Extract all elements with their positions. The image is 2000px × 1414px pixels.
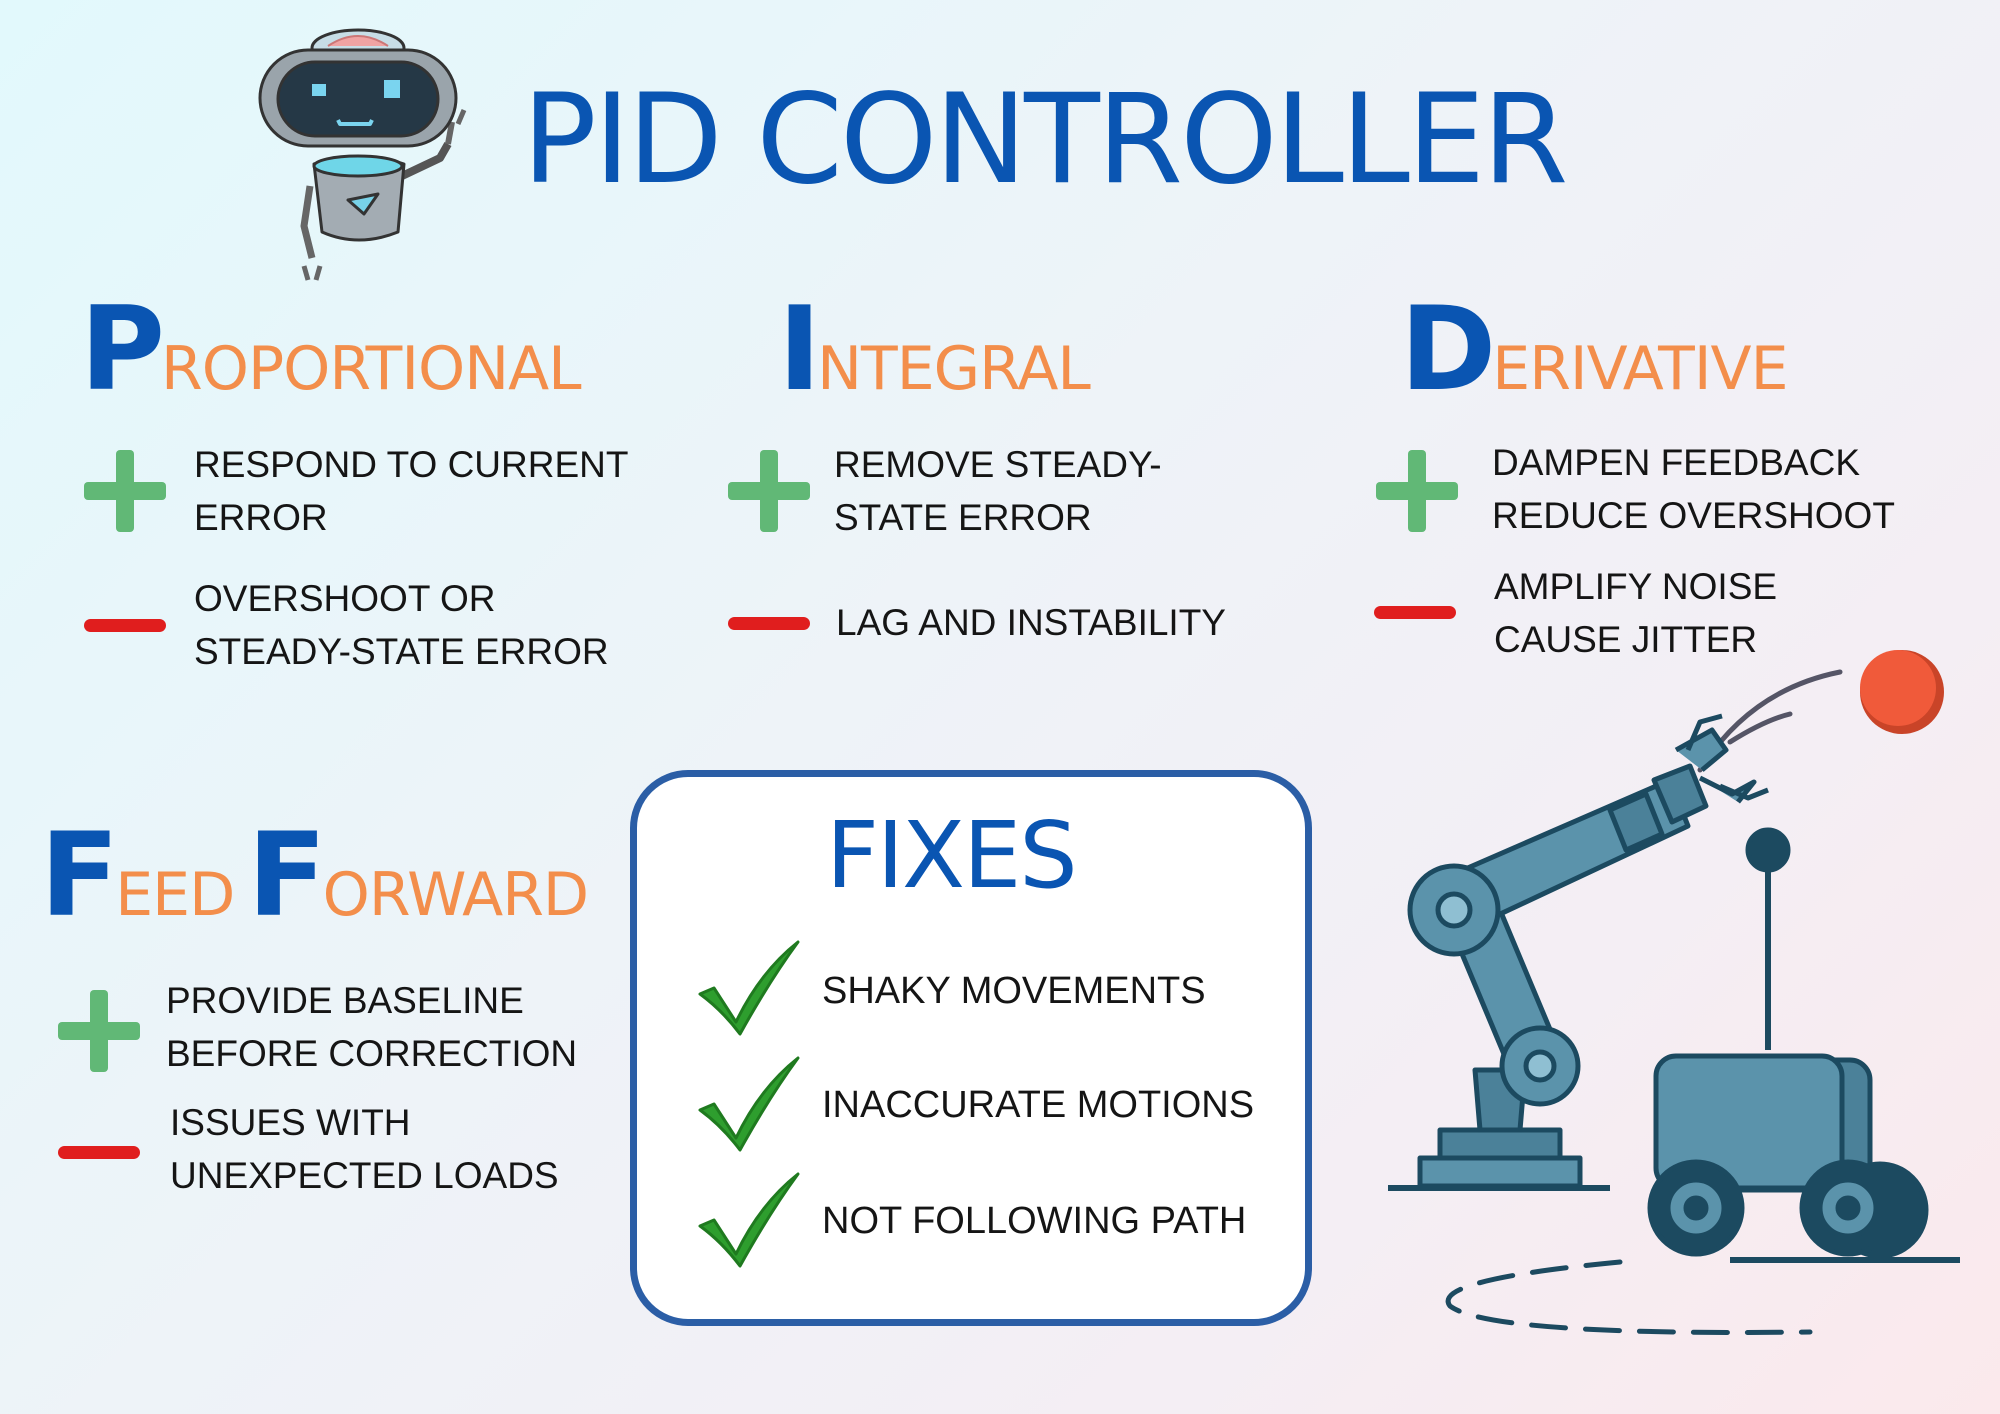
text-line: ERROR bbox=[194, 497, 328, 538]
heading-initial: D bbox=[1400, 282, 1496, 417]
machines-illustration bbox=[1388, 650, 1960, 1335]
plus-icon bbox=[84, 450, 166, 532]
checkmark-icon bbox=[698, 1172, 800, 1268]
integral-pro-text: REMOVE STEADY- STATE ERROR bbox=[834, 438, 1162, 544]
derivative-pro-text: DAMPEN FEEDBACK REDUCE OVERSHOOT bbox=[1492, 436, 1895, 542]
text-line: ISSUES WITH bbox=[170, 1102, 411, 1143]
heading-feedforward: FEED FORWARD bbox=[40, 818, 589, 934]
text-line: AMPLIFY NOISE bbox=[1494, 566, 1778, 607]
integral-con-text: LAG AND INSTABILITY bbox=[836, 596, 1226, 649]
proportional-pro-text: RESPOND TO CURRENT ERROR bbox=[194, 438, 628, 544]
page-title: PID CONTROLLER bbox=[522, 68, 1568, 212]
heading-proportional: PROPORTIONAL bbox=[80, 292, 582, 408]
fixes-title: FIXES bbox=[826, 802, 1078, 909]
fix-item: SHAKY MOVEMENTS bbox=[822, 970, 1206, 1012]
text-line: DAMPEN FEEDBACK bbox=[1492, 442, 1861, 483]
path-line bbox=[1445, 1259, 1813, 1335]
rover-robot-icon bbox=[1647, 827, 1960, 1263]
motion-arc bbox=[1727, 711, 1793, 745]
minus-icon bbox=[728, 617, 810, 630]
minus-icon bbox=[1374, 606, 1456, 619]
robot-mascot-icon bbox=[258, 28, 467, 281]
fix-item: INACCURATE MOTIONS bbox=[822, 1084, 1255, 1126]
ball-icon bbox=[1860, 650, 1944, 734]
text-line: OVERSHOOT OR bbox=[194, 578, 496, 619]
heading-rest: EED bbox=[115, 860, 235, 930]
text-line: REMOVE STEADY- bbox=[834, 444, 1162, 485]
checkmark-icon bbox=[698, 1056, 800, 1152]
plus-icon bbox=[728, 450, 810, 532]
fixes-box bbox=[630, 770, 1312, 1326]
robot-arm-icon bbox=[1388, 713, 1769, 1191]
text-line: PROVIDE BASELINE bbox=[166, 980, 524, 1021]
text-line: BEFORE CORRECTION bbox=[166, 1033, 578, 1074]
text-line: CAUSE JITTER bbox=[1494, 619, 1758, 660]
heading-rest: ORWARD bbox=[322, 860, 589, 930]
minus-icon bbox=[58, 1146, 140, 1159]
heading-initial: I bbox=[778, 282, 821, 417]
feedforward-pro-text: PROVIDE BASELINE BEFORE CORRECTION bbox=[166, 974, 577, 1080]
plus-icon bbox=[1376, 450, 1458, 532]
heading-initial: F bbox=[247, 808, 326, 943]
checkmark-icon bbox=[698, 940, 800, 1036]
heading-initial: F bbox=[40, 808, 119, 943]
heading-rest: ROPORTIONAL bbox=[161, 334, 582, 404]
text-line: STEADY-STATE ERROR bbox=[194, 631, 609, 672]
text-line: UNEXPECTED LOADS bbox=[170, 1155, 559, 1196]
fix-item: NOT FOLLOWING PATH bbox=[822, 1200, 1247, 1242]
heading-rest: NTEGRAL bbox=[817, 334, 1091, 404]
heading-initial: P bbox=[80, 282, 165, 417]
heading-derivative: DERIVATIVE bbox=[1400, 292, 1789, 408]
minus-icon bbox=[84, 619, 166, 632]
text-line: LAG AND INSTABILITY bbox=[836, 602, 1226, 643]
proportional-con-text: OVERSHOOT OR STEADY-STATE ERROR bbox=[194, 572, 609, 678]
plus-icon bbox=[58, 990, 140, 1072]
feedforward-con-text: ISSUES WITH UNEXPECTED LOADS bbox=[170, 1096, 559, 1202]
derivative-con-text: AMPLIFY NOISE CAUSE JITTER bbox=[1494, 560, 1777, 666]
text-line: STATE ERROR bbox=[834, 497, 1092, 538]
text-line: RESPOND TO CURRENT bbox=[194, 444, 629, 485]
heading-integral: INTEGRAL bbox=[778, 292, 1091, 408]
heading-rest: ERIVATIVE bbox=[1492, 334, 1788, 404]
text-line: REDUCE OVERSHOOT bbox=[1492, 495, 1895, 536]
